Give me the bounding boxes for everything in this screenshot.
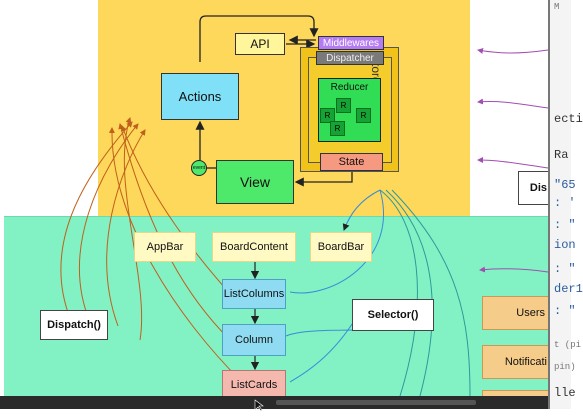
code-editor-panel: M ecti Ra "65 : ' : " ion : " der1 : " t…: [548, 0, 583, 409]
state-box: State: [320, 153, 383, 171]
notifications-box: Notificati: [482, 345, 550, 379]
middlewares-box: Middlewares: [318, 36, 384, 50]
overlay-dispatch-box: Dis: [518, 171, 550, 205]
scrollbar[interactable]: [276, 400, 476, 405]
bottom-toolbar: [0, 396, 571, 412]
appbar-box: AppBar: [134, 232, 196, 262]
boardbar-box: BoardBar: [310, 232, 372, 262]
actions-box: Actions: [161, 73, 239, 120]
code-line: ion: [554, 238, 576, 252]
cursor-icon: [254, 398, 264, 412]
code-line: pin): [554, 362, 576, 372]
reducer-chip: R: [320, 108, 335, 123]
code-line: ecti: [554, 112, 583, 126]
code-line: t (pi: [554, 340, 582, 350]
boardcontent-box: BoardContent: [212, 232, 296, 262]
code-line: "65: [554, 178, 576, 192]
listcolumns-box: ListColumns: [222, 279, 286, 309]
code-line: M: [554, 2, 560, 12]
users-box: Users: [482, 296, 550, 330]
state-to-view-line: [294, 171, 353, 187]
reducer-chip: R: [336, 98, 351, 113]
dispatcher-box: Dispatcher: [316, 51, 384, 65]
reducer-chip: R: [330, 121, 345, 136]
code-line: : ": [554, 304, 576, 318]
reducer-chip: R: [356, 108, 371, 123]
connector-lines: [60, 15, 549, 397]
code-line: : ": [554, 218, 576, 232]
selector-box: Selector(): [352, 299, 434, 331]
reducer-label: Reducer: [330, 82, 369, 93]
code-line: : ': [554, 196, 576, 210]
listcards-box: ListCards: [222, 370, 286, 400]
dispatch-box: Dispatch(): [40, 310, 108, 340]
code-line: : ": [554, 262, 576, 276]
column-box: Column: [222, 324, 286, 356]
actions-to-middlewares-line: [199, 15, 319, 62]
api-box: API: [235, 33, 285, 55]
code-line: lle: [554, 386, 576, 400]
code-line: der1: [554, 282, 583, 296]
code-line: Ra: [554, 148, 569, 162]
event-node: event: [191, 160, 207, 176]
view-box: View: [216, 160, 294, 204]
